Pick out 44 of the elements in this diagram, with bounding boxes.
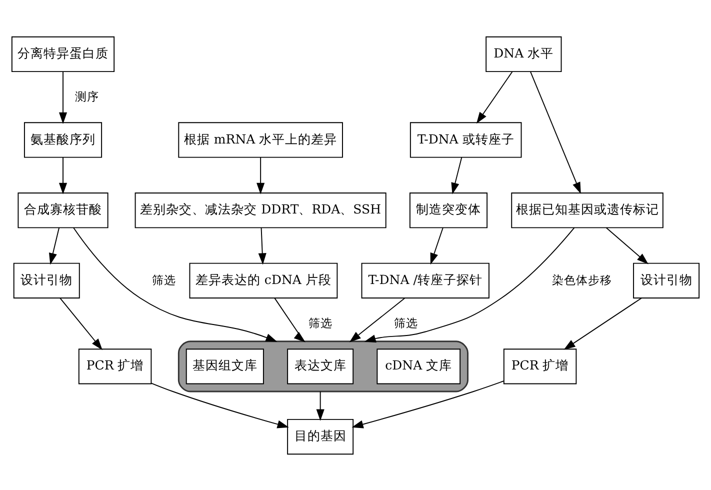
arrow <box>530 70 581 194</box>
cluster <box>178 340 468 392</box>
arrow <box>352 380 504 428</box>
node-box: 设计引物 <box>633 262 700 298</box>
arrow <box>316 390 324 420</box>
arrow <box>564 297 642 350</box>
edge-label: 筛选 <box>152 272 176 287</box>
arrow <box>256 156 265 194</box>
arrow <box>430 226 444 264</box>
node-box: 设计引物 <box>13 262 80 298</box>
arrow <box>58 156 68 194</box>
node-box: 表达文库 <box>287 348 354 384</box>
arrow <box>258 226 266 264</box>
edge-label: 筛选 <box>308 316 332 330</box>
arrow <box>364 226 575 342</box>
node-box: PCR 扩增 <box>503 348 577 384</box>
arrow <box>58 70 68 124</box>
node-box: T-DNA 或转座子 <box>410 122 522 158</box>
arrow <box>60 297 102 350</box>
edge-label: 染色体步移 <box>552 272 612 287</box>
node-box: 根据已知基因或遗传标记 <box>511 192 664 228</box>
node-box: 分离特异蛋白质 <box>11 36 115 72</box>
node-box: PCR 扩增 <box>78 348 152 384</box>
node-box: T-DNA /转座子探针 <box>361 262 490 298</box>
edge-label: 测序 <box>75 89 100 104</box>
node-box: 根据 mRNA 水平上的差异 <box>178 122 343 158</box>
arrow <box>476 70 513 124</box>
node-box: 差别杂交、减法杂交 DDRT、RDA、SSH <box>134 192 386 228</box>
arrow <box>48 226 60 264</box>
node-box: 合成寡核苷酸 <box>18 192 108 228</box>
edge-label: 筛选 <box>394 316 418 330</box>
arrow <box>349 297 406 342</box>
node-box: 目的基因 <box>287 418 354 454</box>
arrow <box>150 382 289 428</box>
arrow <box>606 226 648 264</box>
node-box: 制造突变体 <box>409 192 488 228</box>
node-box: 基因组文库 <box>186 348 264 384</box>
node-box: DNA 水平 <box>486 36 562 72</box>
arrow <box>73 226 278 342</box>
node-box: cDNA 文库 <box>376 348 461 384</box>
arrow <box>274 297 306 342</box>
arrow <box>451 156 462 194</box>
node-box: 差异表达的 cDNA 片段 <box>189 262 338 298</box>
node-box: 氨基酸序列 <box>24 122 102 158</box>
